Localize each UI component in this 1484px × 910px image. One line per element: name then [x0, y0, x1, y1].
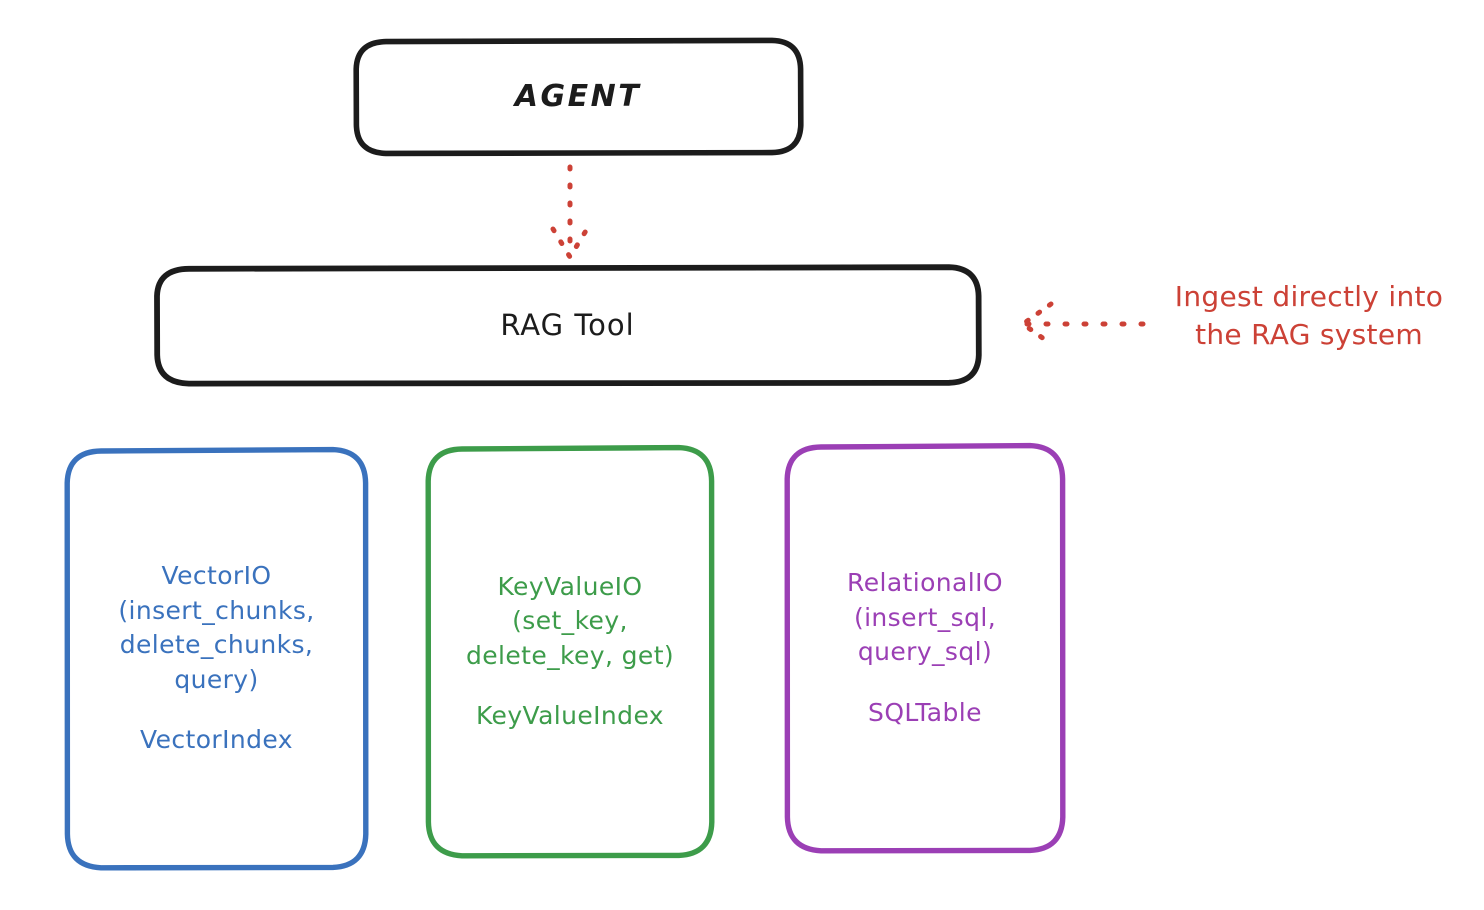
node-agent[interactable]: AGENT — [353, 37, 804, 157]
node-relational-io-table: SQLTable — [868, 697, 982, 727]
node-relational-io-label: RelationalIO (insert_sql, query_sql) SQLT… — [847, 566, 1003, 730]
node-keyvalue-io[interactable]: KeyValueIO (set_key, delete_key, get) Key… — [425, 444, 715, 859]
annotation-ingest-directly: Ingest directly into the RAG system — [1174, 280, 1444, 351]
node-vector-io-label: VectorIO (insert_chunks, delete_chunks, … — [118, 559, 314, 758]
keyvalue-io-gap — [466, 673, 674, 699]
node-rag-tool-label: RAG Tool — [500, 308, 635, 343]
node-vector-io[interactable]: VectorIO (insert_chunks, delete_chunks, … — [64, 446, 369, 871]
node-agent-label: AGENT — [514, 79, 642, 115]
relational-io-gap — [847, 670, 1003, 696]
node-vector-io-methods: VectorIO (insert_chunks, delete_chunks, … — [118, 561, 315, 694]
connector-ingest-to-rag-tool — [1018, 301, 1146, 347]
node-relational-io-methods: RelationalIO (insert_sql, query_sql) — [847, 568, 1003, 666]
node-keyvalue-io-index: KeyValueIndex — [475, 701, 664, 730]
vector-io-gap — [118, 697, 314, 723]
node-keyvalue-io-label: KeyValueIO (set_key, delete_key, get) Key… — [466, 570, 674, 734]
node-vector-io-index: VectorIndex — [140, 725, 293, 755]
node-keyvalue-io-methods: KeyValueIO (set_key, delete_key, get) — [465, 571, 675, 670]
node-rag-tool[interactable]: RAG Tool — [154, 264, 982, 387]
connector-agent-to-rag-tool — [550, 164, 590, 262]
node-relational-io[interactable]: RelationalIO (insert_sql, query_sql) SQLT… — [784, 442, 1066, 854]
